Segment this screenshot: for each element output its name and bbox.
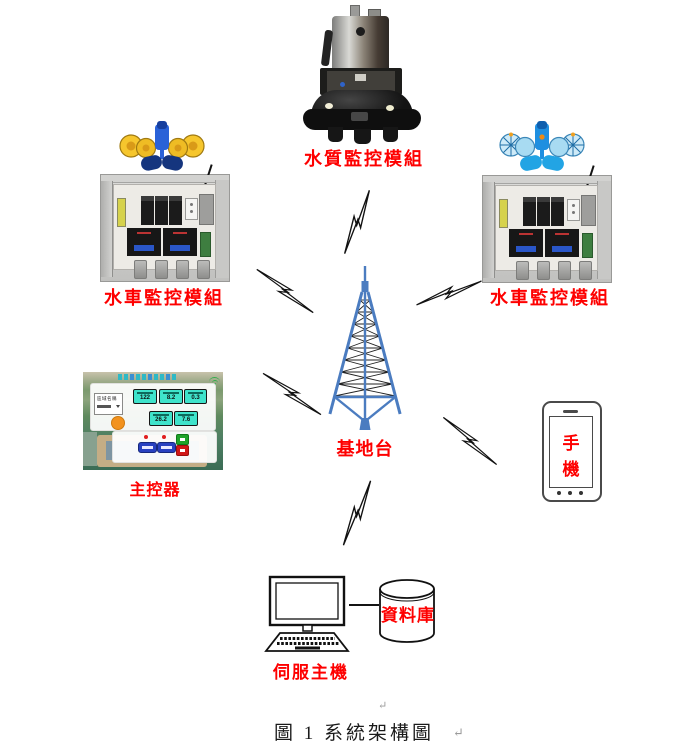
paddlewheel-aerator-left-photo (118, 120, 206, 175)
motor-drive (545, 229, 579, 257)
all-on-button (176, 434, 189, 445)
switch-button (111, 416, 125, 430)
junction-box (199, 194, 214, 225)
junction-box (581, 195, 596, 226)
reading-box: 8.2 (159, 389, 183, 404)
paddlewheel-2-button (157, 442, 176, 453)
water-quality-buoy-photo (298, 5, 458, 144)
power-outlet (185, 198, 198, 220)
buoy-foot (328, 127, 343, 142)
smartphone-icon: 手機 (542, 401, 602, 502)
mobile-phone-label: 手機 (562, 434, 580, 480)
cabinet-side (215, 180, 229, 278)
buoy-frame-interior (327, 71, 395, 92)
phone-button (579, 491, 583, 495)
radio-tower-icon (327, 266, 403, 434)
region-dropdown: 區域名稱 (94, 393, 123, 415)
terminal-strip (117, 198, 126, 227)
status-indicator (144, 435, 148, 439)
buoy-wire (340, 82, 345, 87)
cable-gland (134, 260, 147, 279)
phone-button (557, 491, 561, 495)
chevron-down-icon (116, 405, 120, 408)
reading-box: 122 (133, 389, 157, 404)
cabinet-interior (113, 184, 216, 270)
server-host-label: 伺服主機 (273, 663, 349, 682)
all-off-button (176, 445, 189, 456)
cabinet-top (101, 175, 229, 183)
wireless-link-icon (339, 187, 375, 257)
water-quality-module-label: 水質監控模組 (304, 149, 424, 169)
buoy-light (386, 105, 394, 111)
contactor (523, 197, 536, 226)
desktop-computer-icon (264, 575, 352, 653)
buoy-foot (354, 129, 371, 144)
reading-box: 0.3 (184, 389, 207, 404)
status-indicator (162, 435, 166, 439)
reading-box: 26.2 (149, 411, 173, 426)
buoy-light (325, 103, 333, 109)
control-cabinet-right-photo (482, 165, 612, 283)
cable-gland (197, 260, 210, 279)
cable-gland (579, 261, 592, 280)
motor-drive (163, 228, 197, 256)
region-dropdown-label: 區域名稱 (97, 396, 117, 401)
database-cylinder-icon (377, 577, 437, 645)
contactor (155, 196, 168, 225)
terminal-strip (499, 199, 508, 228)
phone-screen: 手機 (549, 416, 593, 488)
buoy-sensor-canister (332, 16, 389, 71)
paddlewheel-module-right-label: 水車監控模組 (490, 288, 610, 308)
contactor (141, 196, 154, 225)
cabinet-door (101, 181, 113, 277)
server-database-connector (349, 604, 379, 606)
buoy-label-plate (355, 74, 366, 81)
cable-gland (176, 260, 189, 279)
paddlewheel-1-button (138, 442, 157, 453)
control-cabinet-left-photo (100, 164, 230, 282)
motor-drive (509, 229, 543, 257)
main-controller-label: 主控器 (129, 482, 181, 499)
cabinet-side (597, 181, 611, 279)
figure-caption: 圖 1 系統架構圖 (273, 723, 434, 744)
wireless-link-icon (432, 413, 508, 470)
paragraph-mark: ↵ (378, 700, 388, 712)
contactor (551, 197, 564, 226)
cable-gland (155, 260, 168, 279)
cabinet-top (483, 176, 611, 184)
cable-gland (537, 261, 550, 280)
wireless-link-icon (247, 264, 323, 317)
paddlewheel-module-left-label: 水車監控模組 (104, 288, 224, 308)
main-controller-screenshot: 區域名稱 122 8.2 0.3 26.2 7.6 (83, 372, 223, 470)
cabinet-interior (495, 185, 598, 271)
buoy-plate (351, 112, 368, 121)
circuit-board (582, 233, 593, 258)
pond-background (83, 432, 97, 466)
wireless-link-icon (338, 476, 376, 549)
screen-title-text-blurred (118, 374, 176, 380)
wireless-link-icon (413, 263, 486, 324)
contactor (537, 197, 550, 226)
motor-drive (127, 228, 161, 256)
cable-gland (558, 261, 571, 280)
circuit-board (200, 232, 211, 257)
power-outlet (567, 199, 580, 221)
region-dropdown-value-blurred (97, 405, 111, 408)
paragraph-mark: ↵ (453, 725, 464, 740)
buoy-port (356, 27, 365, 36)
reading-box: 7.6 (174, 411, 198, 426)
phone-button (568, 491, 572, 495)
base-station-label: 基地台 (336, 439, 394, 459)
paddlewheel-aerator-right-photo (498, 120, 586, 175)
database-label: 資料庫 (381, 606, 435, 625)
wireless-link-icon (254, 368, 330, 419)
cable-gland (516, 261, 529, 280)
buoy-foot (383, 127, 398, 142)
contactor (169, 196, 182, 225)
phone-speaker (563, 410, 578, 413)
cabinet-door (483, 182, 495, 278)
